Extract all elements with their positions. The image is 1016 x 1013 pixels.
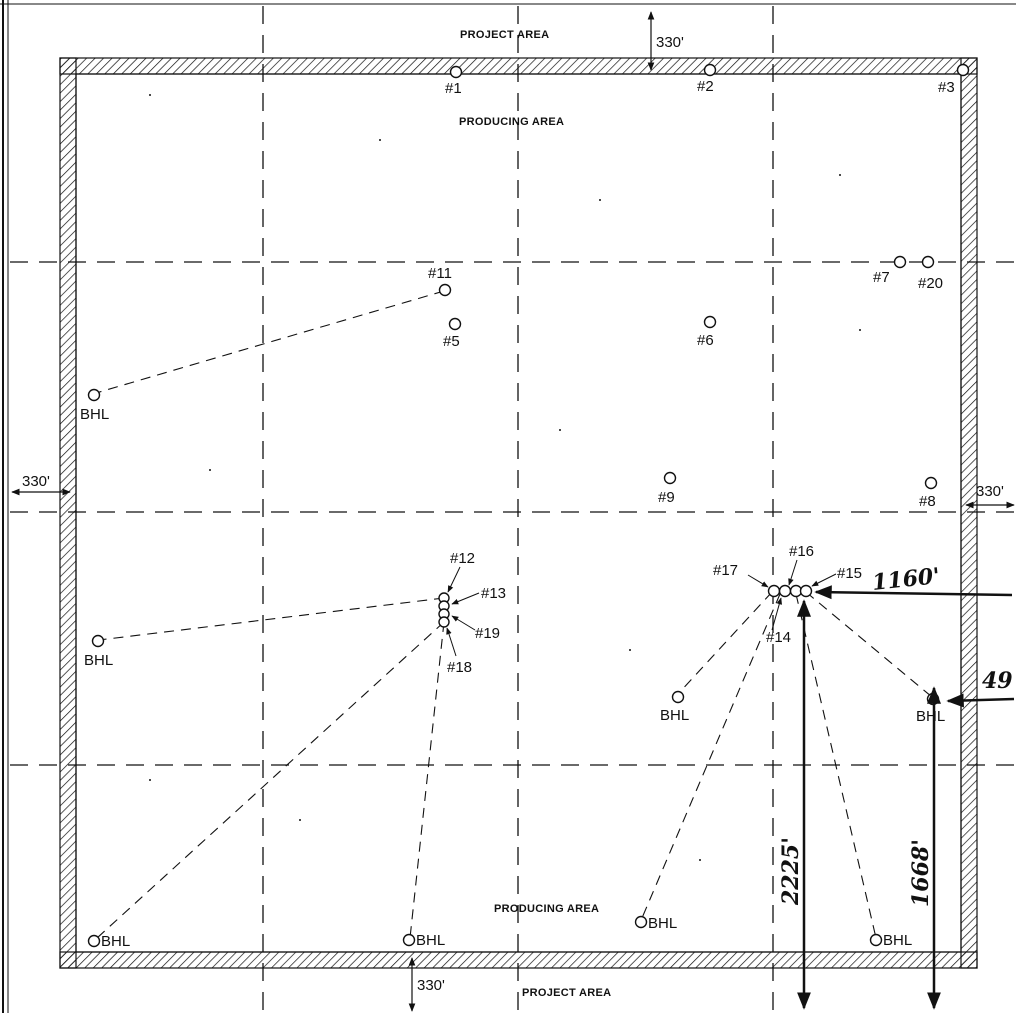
- bottom-setback-dimension: 330': [408, 957, 445, 1012]
- svg-text:1160': 1160': [871, 563, 941, 596]
- svg-text:BHL: BHL: [883, 932, 912, 949]
- well-11-label: #11: [428, 265, 452, 282]
- svg-text:BHL: BHL: [660, 707, 689, 724]
- well-19-label: #19: [475, 625, 500, 642]
- svg-text:1668': 1668': [908, 839, 934, 907]
- svg-text:2225': 2225': [778, 837, 804, 906]
- well-8-label: #8: [919, 493, 936, 510]
- well-18-label: #18: [447, 659, 472, 676]
- well-trajectories: [95, 290, 933, 939]
- left-setback-dimension: 330': [11, 473, 71, 496]
- well-12-label: #12: [450, 550, 475, 567]
- survey-dots: [149, 94, 861, 861]
- well-5-label: #5: [443, 333, 460, 350]
- well-14-label: #14: [766, 629, 791, 646]
- producing-area-boundary: [59, 57, 978, 969]
- well-3-label: #3: [938, 79, 955, 96]
- label-leaders: [446, 559, 837, 657]
- handwritten-49-dimension: 49: [946, 668, 1015, 708]
- well-13-label: #13: [481, 585, 506, 602]
- project-area-label-top: PROJECT AREA: [460, 29, 549, 41]
- well-17-label: #17: [713, 562, 738, 579]
- handwritten-2225-dimension: 2225': [778, 599, 811, 1010]
- svg-text:BHL: BHL: [648, 915, 677, 932]
- svg-text:BHL: BHL: [416, 932, 445, 949]
- well-labels: #1 #2 #3 #11 #5 #6 #7 #20 #9 #8 #12 #13 …: [428, 78, 955, 676]
- well-16-label: #16: [789, 543, 814, 560]
- svg-text:330': 330': [656, 34, 684, 51]
- svg-text:49: 49: [982, 668, 1013, 694]
- well-1-label: #1: [445, 80, 462, 97]
- svg-text:BHL: BHL: [80, 406, 109, 423]
- producing-area-label-top: PRODUCING AREA: [459, 116, 564, 128]
- bhl-markers: [87, 388, 940, 948]
- well-2-label: #2: [697, 78, 714, 95]
- svg-text:BHL: BHL: [101, 933, 130, 950]
- section-grid: [10, 6, 1016, 1013]
- well-9-label: #9: [658, 489, 675, 506]
- svg-text:330': 330': [417, 977, 445, 994]
- producing-area-label-bottom: PRODUCING AREA: [494, 903, 599, 915]
- well-7-label: #7: [873, 269, 890, 286]
- project-area-label-bottom: PROJECT AREA: [522, 987, 611, 999]
- well-6-label: #6: [697, 332, 714, 349]
- well-markers: [438, 63, 970, 628]
- svg-text:BHL: BHL: [84, 652, 113, 669]
- svg-text:330': 330': [976, 483, 1004, 500]
- handwritten-1160-dimension: 1160': [814, 563, 1013, 600]
- handwritten-1668-dimension: 1668': [908, 686, 941, 1010]
- well-15-label: #15: [837, 565, 862, 582]
- right-setback-dimension: 330': [965, 483, 1015, 509]
- well-20-label: #20: [918, 275, 943, 292]
- svg-text:330': 330': [22, 473, 50, 490]
- svg-text:BHL: BHL: [916, 708, 945, 725]
- top-setback-dimension: 330': [647, 11, 684, 71]
